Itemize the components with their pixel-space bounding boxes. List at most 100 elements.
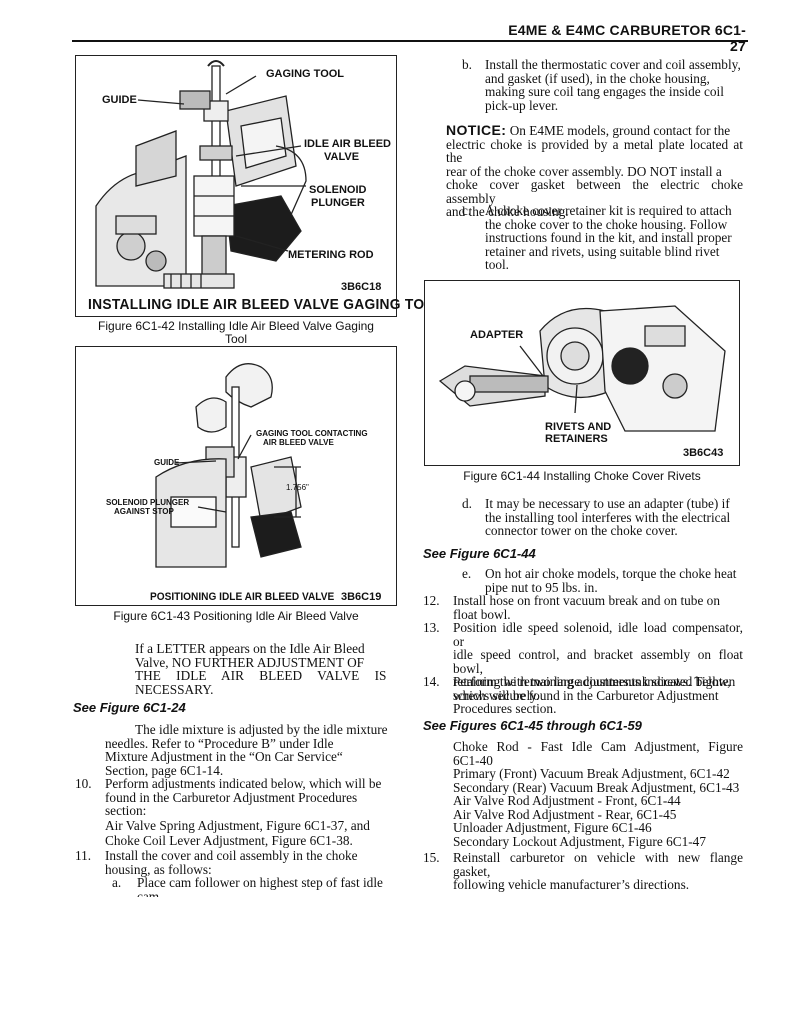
step-c-text: A choke cover retainer kit is required t… — [485, 204, 743, 272]
list-item: Air Valve Rod Adjustment - Front, 6C1-44 — [453, 793, 681, 808]
step-14-number: 14. — [423, 674, 440, 689]
list-item: Secondary (Rear) Vacuum Break Adjustment… — [453, 779, 740, 795]
text-line: housing, as follows: — [105, 861, 212, 877]
text-line: Mixture Adjustment in the “On Car Servic… — [105, 749, 343, 764]
label-gaging-tool-contacting-line2: AIR BLEED VALVE — [263, 438, 334, 447]
list-item: Air Valve Rod Adjustment - Rear, 6C1-45 — [453, 806, 677, 822]
step-13-number: 13. — [423, 620, 440, 635]
step-12-text: Install hose on front vacuum break and o… — [453, 594, 743, 621]
figure-6c1-43: GAGING TOOL CONTACTING AIR BLEED VALVE G… — [75, 346, 397, 606]
text-line: section: — [105, 803, 147, 818]
text-line: connector tower on the choke cover. — [485, 523, 678, 538]
text-line: Section, page 6C1-14. — [105, 762, 224, 778]
label-solenoid-line1: SOLENOID — [309, 184, 367, 196]
notice-heading: NOTICE: — [446, 122, 507, 138]
text-line: Choke Coil Lever Adjustment, Figure 6C1-… — [105, 833, 353, 848]
label-gaging-tool-contacting-line1: GAGING TOOL CONTACTING — [256, 429, 368, 438]
text-line: making sure coil tang engages the inside… — [485, 84, 724, 99]
see-figures-6c1-45-through-6c1-59: See Figures 6C1-45 through 6C1-59 — [423, 718, 642, 733]
letter-note: If a LETTER appears on the Idle Air Blee… — [135, 642, 393, 696]
step-d-text: It may be necessary to use an adapter (t… — [485, 497, 743, 538]
figure-title: POSITIONING IDLE AIR BLEED VALVE — [150, 591, 335, 603]
text-line: needles. Refer to “Procedure B” under Id… — [105, 735, 334, 751]
positioning-idle-air-bleed-valve-illustration — [155, 363, 302, 568]
text-line: cam. — [137, 890, 395, 897]
figure-6c1-44: ADAPTER RIVETS AND RETAINERS 3B6C43 — [424, 280, 740, 466]
list-item: Secondary Lockout Adjustment, Figure 6C1… — [453, 833, 706, 849]
text-line: Install the cover and coil assembly in t… — [105, 848, 358, 863]
text-line: instructions found in the kit, and insta… — [485, 230, 732, 245]
text-line: The idle mixture is adjusted by the idle… — [135, 722, 388, 737]
see-figure-6c1-24: See Figure 6C1-24 — [73, 700, 186, 715]
step-b-label: b. — [462, 57, 472, 72]
idle-air-bleed-gaging-tool-illustration — [95, 60, 307, 289]
step-b-text: Install the thermostatic cover and coil … — [485, 58, 743, 112]
text-line: and the choke housing. — [446, 204, 569, 219]
step-10-references: Air Valve Spring Adjustment, Figure 6C1-… — [105, 818, 394, 848]
text-line: Position idle speed solenoid, idle load … — [453, 620, 743, 649]
text-line: pick-up lever. — [485, 97, 559, 113]
text-line: retaining with two large countersunk scr… — [453, 674, 736, 689]
figure-code: 3B6C43 — [683, 447, 724, 459]
list-item: Unloader Adjustment, Figure 6C1-46 — [453, 820, 652, 835]
text-line: found in the Carburetor Adjustment Proce… — [105, 789, 358, 805]
header-rule — [72, 40, 748, 42]
figure-code: 3B6C18 — [341, 281, 382, 293]
step-e-label: e. — [462, 566, 472, 581]
text-line: the choke cover to the choke housing. Fo… — [485, 216, 728, 232]
text-line: It may be necessary to use an adapter (t… — [485, 496, 730, 511]
figure-title: INSTALLING IDLE AIR BLEED VALVE GAGING T… — [88, 296, 445, 313]
text-line: Perform adjustments indicated below, whi… — [105, 776, 382, 791]
step-13-text: Position idle speed solenoid, idle load … — [453, 621, 743, 702]
text-line: rear of the choke cover assembly. DO NOT… — [446, 163, 722, 179]
step-10-text: Perform adjustments indicated below, whi… — [105, 777, 394, 818]
text-line: idle speed control, and bracket assembly… — [453, 647, 743, 676]
text-line: Install hose on front vacuum break and o… — [453, 593, 720, 608]
notice-paragraph: NOTICE: On E4ME models, ground contact f… — [446, 122, 743, 219]
step-15-text: Reinstall carburetor on vehicle with new… — [453, 851, 743, 892]
figure-6c1-42: GAGING TOOL GUIDE IDLE AIR BLEED VALVE S… — [75, 55, 444, 317]
step-d-label: d. — [462, 496, 472, 511]
label-guide: GUIDE — [154, 458, 180, 467]
text-line: and gasket (if used), in the choke housi… — [485, 70, 710, 86]
text-line: NECESSARY. — [135, 681, 214, 697]
figure-code: 3B6C19 — [341, 591, 382, 603]
step-c-label: c. — [462, 203, 472, 218]
text-line: float bowl. — [453, 606, 511, 622]
text-line: Valve, NO FURTHER ADJUSTMENT OF — [135, 654, 365, 670]
step-12-number: 12. — [423, 593, 440, 608]
label-idle-air-bleed-line2: VALVE — [324, 151, 360, 163]
mixture-paragraph: The idle mixture is adjusted by the idle… — [105, 723, 394, 777]
text-line: pipe nut to 95 lbs. in. — [485, 579, 598, 595]
text-line: following vehicle manufacturer’s directi… — [453, 877, 690, 892]
step-10-number: 10. — [75, 776, 92, 791]
figure-6c1-44-caption: Figure 6C1-44 Installing Choke Cover Riv… — [463, 469, 701, 483]
text-line: If a LETTER appears on the Idle Air Blee… — [135, 641, 365, 656]
step-11-number: 11. — [75, 848, 92, 863]
text-line: Place cam follower on highest step of fa… — [137, 875, 383, 890]
text-line: On E4ME models, ground contact for the — [509, 123, 731, 138]
label-rivets-line2: RETAINERS — [545, 433, 608, 445]
text-line: tool. — [485, 257, 510, 272]
label-metering-rod: METERING ROD — [288, 249, 374, 261]
adjustments-list: Choke Rod - Fast Idle Cam Adjustment, Fi… — [453, 740, 743, 848]
step-11a-label: a. — [112, 875, 122, 890]
label-idle-air-bleed-line1: IDLE AIR BLEED — [304, 138, 391, 150]
label-solenoid-plunger-line1: SOLENOID PLUNGER — [106, 498, 190, 507]
choke-cover-rivets-illustration — [438, 305, 726, 432]
text-line: Procedures section. — [453, 701, 557, 716]
text-line: choke cover gasket between the electric … — [446, 177, 743, 206]
figure-6c1-42-caption-line2: Tool — [224, 332, 247, 346]
see-figure-6c1-44: See Figure 6C1-44 — [423, 546, 536, 561]
text-line: Install the thermostatic cover and coil … — [485, 57, 741, 72]
text-line: electric choke is provided by a metal pl… — [446, 136, 743, 165]
text-line: the installing tool interferes with the … — [485, 509, 731, 525]
text-line: which will be found in the Carburetor Ad… — [453, 687, 719, 703]
step-15-number: 15. — [423, 850, 440, 865]
label-adapter: ADAPTER — [470, 329, 524, 341]
label-solenoid-line2: PLUNGER — [311, 197, 365, 209]
text-line: Perform the remaining adjustments indica… — [453, 674, 731, 689]
figure-6c1-43-caption: Figure 6C1-43 Positioning Idle Air Bleed… — [113, 609, 359, 623]
text-line: screws securely. — [453, 687, 540, 703]
text-line: Reinstall carburetor on vehicle with new… — [453, 850, 743, 879]
